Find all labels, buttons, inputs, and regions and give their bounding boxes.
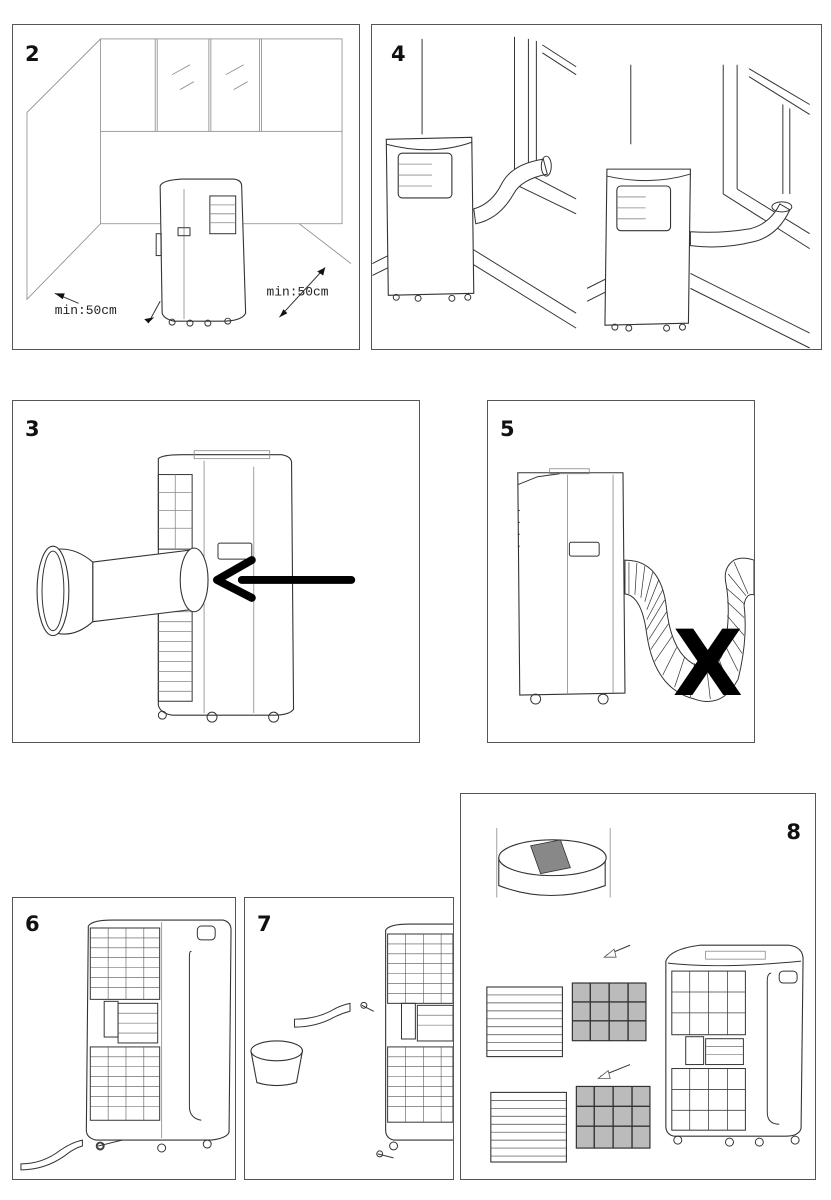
clearance-label-right: min:50cm (267, 284, 329, 299)
panel-number: 6 (25, 912, 40, 936)
arrow-icon (603, 948, 617, 958)
arrow-left-icon (213, 556, 256, 602)
window-exhaust-illustration (372, 36, 810, 349)
panel-number: 4 (391, 42, 406, 66)
panel-number: 3 (25, 417, 40, 441)
drain-hose-attach-illustration (20, 919, 232, 1171)
panel-number: 5 (500, 417, 515, 441)
mesh-filter-top (571, 982, 647, 1042)
arrow-icon (597, 1069, 611, 1079)
grille-panel-bottom (490, 1091, 567, 1163)
panel-2: 2 min:50cm min:50cm (12, 24, 360, 350)
panel-8: 8 (460, 793, 816, 1180)
filter-cleaning-illustration (486, 827, 804, 1163)
hose-adapter-illustration (36, 450, 356, 723)
grille-panel-top (486, 986, 563, 1058)
panel-4: 4 (371, 24, 822, 350)
drain-water-illustration (250, 923, 453, 1159)
panel-number: 7 (257, 912, 272, 936)
room-placement-illustration: min:50cm min:50cm (26, 38, 352, 327)
filter-in-basin (530, 839, 571, 875)
panel-7: 7 (244, 897, 454, 1180)
mesh-filter-bottom (575, 1085, 651, 1149)
panel-5: 5 X (487, 400, 755, 743)
incorrect-hose-illustration: X (517, 468, 754, 717)
clearance-label-left: min:50cm (55, 303, 117, 318)
panel-number: 2 (25, 42, 40, 66)
panel-6: 6 (12, 897, 236, 1180)
panel-3: 3 (12, 400, 420, 743)
panel-number: 8 (786, 820, 801, 844)
incorrect-mark-x: X (673, 610, 743, 717)
